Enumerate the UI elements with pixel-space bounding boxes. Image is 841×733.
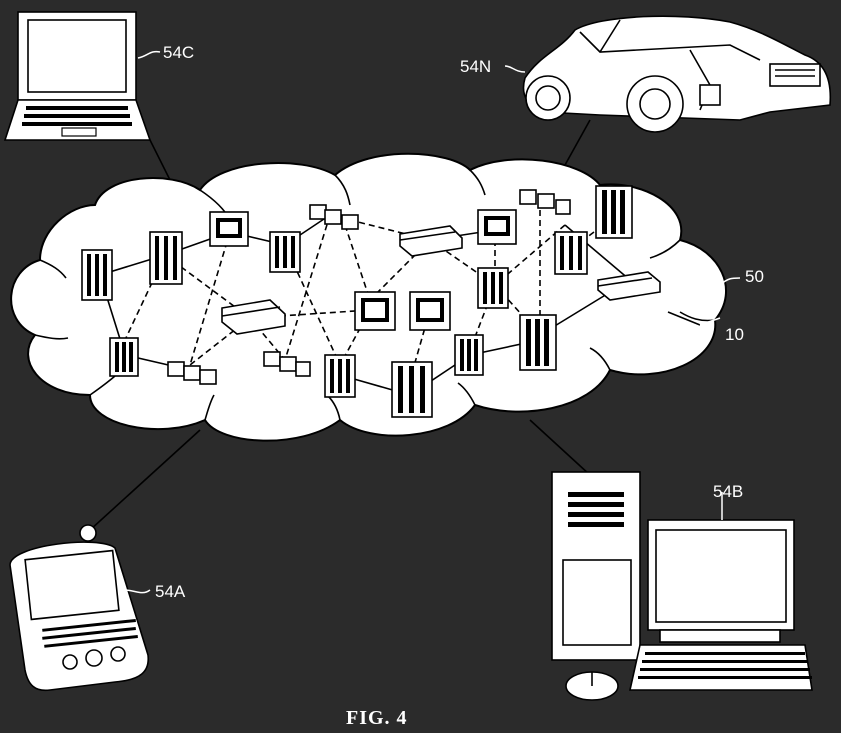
- label-54n: 54N: [460, 57, 491, 76]
- desktop-device: [551, 471, 813, 701]
- label-50: 50: [745, 267, 764, 286]
- laptop-device: [3, 11, 152, 141]
- workstation-nodes: [209, 209, 517, 331]
- label-10: 10: [725, 325, 744, 344]
- rack-servers: [81, 185, 633, 418]
- connector-car: [564, 119, 591, 166]
- switch-nodes: [221, 225, 661, 335]
- label-54a: 54A: [155, 582, 186, 601]
- car-device: [522, 15, 832, 133]
- cloud-network: [10, 152, 727, 442]
- terminal-clusters: [167, 189, 571, 385]
- pda-device: [9, 524, 149, 692]
- leaders: [124, 50, 741, 594]
- label-54c: 54C: [163, 43, 194, 62]
- figure-caption: FIG. 4: [346, 707, 408, 729]
- label-54b: 54B: [713, 482, 743, 501]
- connector-desktop: [529, 419, 591, 476]
- connector-pda: [89, 429, 201, 531]
